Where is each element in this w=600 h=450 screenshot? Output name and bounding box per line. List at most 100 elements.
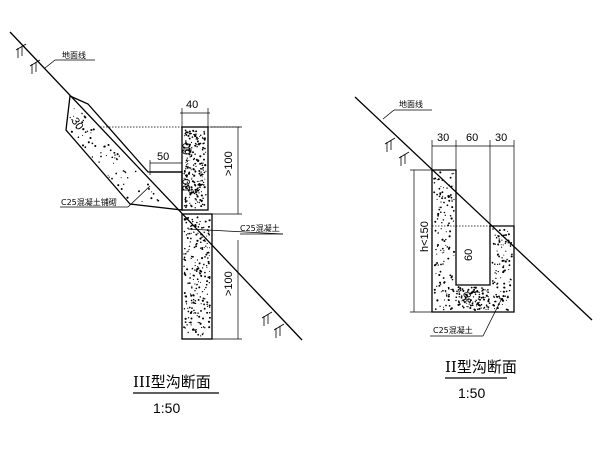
concrete-dot (202, 137, 204, 140)
concrete-dot (81, 144, 85, 147)
concrete-dot (495, 277, 497, 280)
concrete-dot (202, 263, 205, 266)
concrete-dot (151, 191, 153, 193)
concrete-dot (187, 189, 190, 192)
concrete-dot (479, 298, 481, 301)
concrete-dot (480, 303, 483, 306)
concrete-dot (506, 258, 508, 261)
concrete-dot (487, 296, 489, 298)
concrete-dot (194, 184, 197, 187)
left-dim-lower-height-label: >100 (223, 271, 235, 296)
concrete-dot (190, 294, 193, 297)
concrete-dot (203, 137, 206, 140)
concrete-dot (460, 286, 462, 288)
concrete-dot (189, 167, 191, 169)
concrete-dot (483, 298, 485, 301)
concrete-dot (190, 237, 192, 240)
concrete-dot (446, 204, 449, 207)
concrete-dot (451, 288, 454, 291)
concrete-dot (504, 260, 507, 263)
concrete-dot (198, 170, 201, 172)
concrete-dot (473, 291, 475, 293)
concrete-dot (122, 183, 125, 186)
concrete-dot (447, 247, 450, 250)
concrete-dot (157, 199, 160, 202)
right-dim-30-bottom-label: 30 (462, 292, 474, 304)
concrete-dot (438, 208, 441, 211)
concrete-dot (474, 300, 477, 303)
concrete-dot (195, 193, 198, 196)
left-section: 地面线 40 30 50 60 30 >100 (9, 31, 303, 416)
concrete-dot (460, 289, 462, 292)
concrete-dot (434, 171, 436, 174)
concrete-dot (444, 290, 447, 292)
concrete-dot (185, 142, 187, 144)
concrete-dot (443, 281, 446, 284)
concrete-dot (209, 247, 211, 249)
concrete-dot (465, 297, 467, 299)
concrete-dot (466, 302, 468, 304)
left-title: III型沟断面 (133, 373, 211, 391)
concrete-dot (451, 173, 453, 175)
concrete-dot (450, 196, 453, 199)
concrete-dot (509, 278, 512, 280)
concrete-dot (201, 203, 204, 206)
concrete-dot (186, 166, 189, 169)
concrete-dot (200, 309, 202, 312)
concrete-dot (500, 277, 502, 279)
concrete-dot (183, 171, 186, 173)
concrete-dot (84, 146, 87, 149)
concrete-dot (201, 290, 204, 293)
concrete-dot (188, 321, 190, 324)
concrete-dot (448, 184, 450, 187)
concrete-dot (509, 242, 512, 245)
concrete-dot (452, 290, 455, 293)
left-dim-30-label: 30 (181, 179, 193, 191)
concrete-dot (185, 131, 188, 134)
concrete-dot (442, 306, 444, 308)
concrete-dot (474, 293, 477, 296)
concrete-dot (186, 237, 189, 239)
concrete-dot (205, 283, 208, 286)
concrete-dot (484, 296, 486, 299)
concrete-dot (458, 291, 460, 293)
concrete-dot (478, 296, 481, 298)
concrete-dot (449, 176, 452, 179)
concrete-dot (185, 168, 187, 170)
concrete-dot (197, 160, 200, 163)
concrete-dot (199, 237, 202, 240)
concrete-dot (195, 188, 198, 191)
concrete-dot (203, 186, 206, 189)
concrete-dot (69, 116, 71, 119)
concrete-dot (491, 261, 494, 264)
concrete-dot (199, 247, 202, 249)
concrete-dot (190, 204, 192, 206)
concrete-dot (186, 268, 189, 271)
concrete-dot (440, 263, 442, 266)
concrete-dot (200, 326, 203, 329)
concrete-dot (118, 155, 121, 157)
concrete-dot (100, 152, 102, 154)
left-ground-tick-upper (15, 43, 41, 74)
concrete-dot (70, 130, 73, 133)
concrete-dot (450, 276, 453, 279)
left-ground-tick-lower (261, 311, 285, 338)
concrete-dot (198, 271, 200, 273)
concrete-dot (447, 299, 450, 302)
concrete-dot (455, 299, 457, 302)
concrete-dot (495, 236, 498, 239)
left-lower-wall (181, 213, 213, 340)
concrete-dot (82, 128, 85, 131)
concrete-dot (465, 294, 468, 297)
concrete-dot (203, 307, 206, 310)
concrete-dot (471, 302, 474, 305)
concrete-dot (186, 181, 189, 183)
concrete-dot (138, 190, 140, 193)
concrete-dot (445, 304, 447, 307)
concrete-dot (205, 264, 208, 267)
concrete-dot (481, 287, 483, 289)
concrete-dot (196, 187, 199, 190)
concrete-dot (449, 193, 452, 196)
concrete-dot (494, 272, 496, 274)
concrete-dot (494, 308, 496, 310)
